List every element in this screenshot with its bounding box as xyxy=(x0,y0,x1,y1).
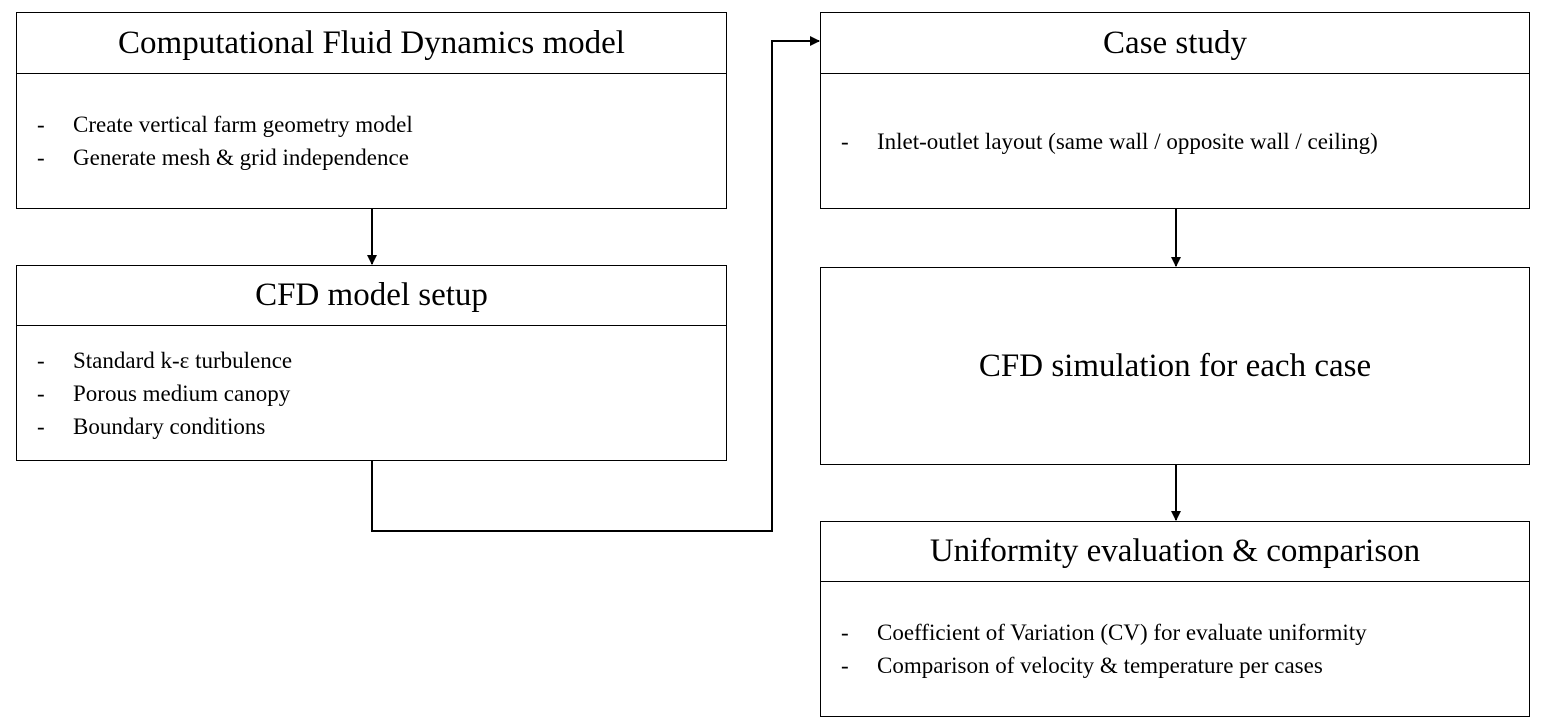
list-item: - Porous medium canopy xyxy=(37,377,726,410)
node-cfd-model: Computational Fluid Dynamics model - Cre… xyxy=(16,12,727,209)
list-item: - Coefficient of Variation (CV) for eval… xyxy=(841,616,1529,649)
node-cfd-simulation-title: CFD simulation for each case xyxy=(978,347,1372,384)
node-case-study-title: Case study xyxy=(821,13,1529,74)
list-item-text: Standard k-ε turbulence xyxy=(73,347,293,373)
list-item-text: Boundary conditions xyxy=(73,413,266,439)
list-item: - Standard k-ε turbulence xyxy=(37,344,726,377)
list-item-text: Generate mesh & grid independence xyxy=(73,145,409,170)
node-case-study: Case study - Inlet-outlet layout (same w… xyxy=(820,12,1530,209)
bullet-marker: - xyxy=(841,653,849,678)
node-cfd-model-body: - Create vertical farm geometry model - … xyxy=(17,74,726,208)
node-cfd-model-title: Computational Fluid Dynamics model xyxy=(17,13,726,74)
bullet-marker: - xyxy=(841,620,849,645)
list-item-text: Coefficient of Variation (CV) for evalua… xyxy=(877,620,1367,645)
list-item-text: Comparison of velocity & temperature per… xyxy=(877,653,1323,678)
bullet-marker: - xyxy=(37,380,45,406)
list-item: - Generate mesh & grid independence xyxy=(37,141,726,174)
node-uniformity-title: Uniformity evaluation & comparison xyxy=(821,522,1529,582)
list-item: - Boundary conditions xyxy=(37,410,726,443)
list-item: - Inlet-outlet layout (same wall / oppos… xyxy=(841,125,1529,158)
list-item: - Comparison of velocity & temperature p… xyxy=(841,649,1529,682)
list-item-text: Create vertical farm geometry model xyxy=(73,112,413,137)
node-cfd-simulation: CFD simulation for each case xyxy=(820,267,1530,465)
bullet-marker: - xyxy=(841,128,849,154)
list-item-text: Porous medium canopy xyxy=(73,380,291,406)
node-cfd-setup: CFD model setup - Standard k-ε turbulenc… xyxy=(16,265,727,461)
node-cfd-setup-title: CFD model setup xyxy=(17,266,726,326)
list-item-text: Inlet-outlet layout (same wall / opposit… xyxy=(877,128,1378,154)
bullet-marker: - xyxy=(37,347,45,373)
node-uniformity-body: - Coefficient of Variation (CV) for eval… xyxy=(821,582,1529,716)
bullet-marker: - xyxy=(37,112,45,137)
node-case-study-body: - Inlet-outlet layout (same wall / oppos… xyxy=(821,74,1529,208)
list-item: - Create vertical farm geometry model xyxy=(37,108,726,141)
bullet-marker: - xyxy=(37,145,45,170)
bullet-marker: - xyxy=(37,413,45,439)
node-uniformity: Uniformity evaluation & comparison - Coe… xyxy=(820,521,1530,717)
node-cfd-setup-body: - Standard k-ε turbulence - Porous mediu… xyxy=(17,326,726,460)
